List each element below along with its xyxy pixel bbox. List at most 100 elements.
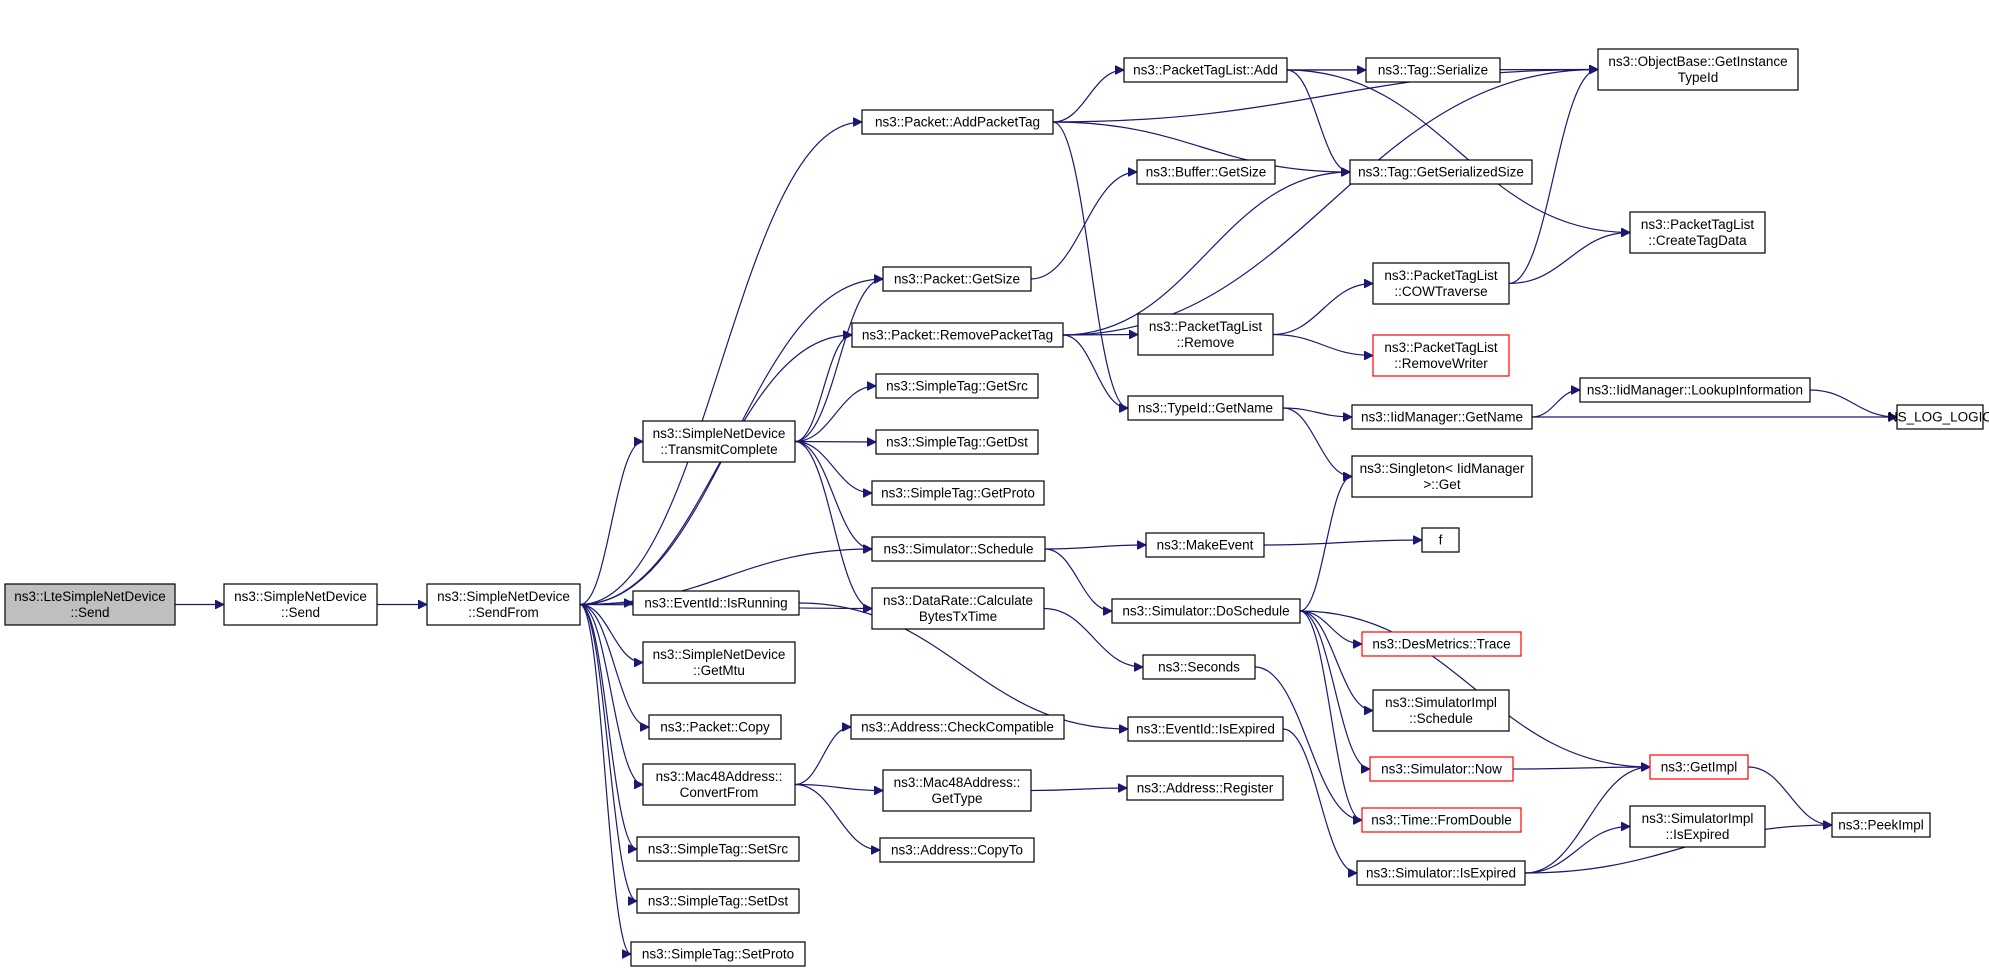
node-box — [875, 429, 1039, 455]
node-st_setproto[interactable]: ns3::SimpleTag::SetProto — [630, 941, 806, 967]
node-sim_now[interactable]: ns3::Simulator::Now — [1369, 756, 1514, 782]
node-f[interactable]: f — [1421, 527, 1460, 553]
node-pkt_removetag[interactable]: ns3::Packet::RemovePacketTag — [851, 322, 1064, 348]
node-desmetrics[interactable]: ns3::DesMetrics::Trace — [1361, 631, 1522, 657]
node-label: NS_LOG_LOGIC — [1888, 410, 1989, 425]
node-makeevent[interactable]: ns3::MakeEvent — [1145, 532, 1265, 558]
node-label: ns3::PeekImpl — [1838, 818, 1924, 833]
edge-snd_sendfrom-to-mac48_convfrom — [579, 603, 644, 785]
node-eid_isexpired[interactable]: ns3::EventId::IsExpired — [1127, 716, 1284, 742]
node-singleton_get[interactable]: ns3::Singleton< IidManager >::Get — [1351, 455, 1533, 498]
node-tag_getsersize[interactable]: ns3::Tag::GetSerializedSize — [1349, 159, 1533, 185]
node-label: ns3::DesMetrics::Trace — [1372, 637, 1510, 652]
node-addr_register[interactable]: ns3::Address::Register — [1126, 775, 1284, 801]
node-snd_getmtu[interactable]: ns3::SimpleNetDevice::GetMtu — [642, 641, 796, 684]
node-iid_getname[interactable]: ns3::IidManager::GetName — [1351, 404, 1533, 430]
edge-pkt_addtag-to-typeid_getname — [1052, 121, 1129, 408]
node-box — [1369, 756, 1514, 782]
node-typeid_getname[interactable]: ns3::TypeId::GetName — [1127, 395, 1284, 421]
node-label: ns3::Tag::GetSerializedSize — [1358, 165, 1524, 180]
node-label: ns3::IidManager::LookupInformation — [1587, 383, 1803, 398]
node-box — [1351, 455, 1533, 498]
node-label: ns3::Packet::AddPacketTag — [875, 115, 1040, 130]
node-pkt_copy[interactable]: ns3::Packet::Copy — [648, 714, 782, 740]
node-box — [1137, 313, 1274, 356]
node-snd_transmit[interactable]: ns3::SimpleNetDevice::TransmitComplete — [642, 420, 796, 463]
edge-sim_doschedule-to-singleton_get — [1299, 477, 1353, 612]
node-label: ::Remove — [1177, 335, 1235, 350]
node-time_fromdouble[interactable]: ns3::Time::FromDouble — [1361, 807, 1522, 833]
node-label: ::Schedule — [1409, 711, 1473, 726]
edge-sim_doschedule-to-time_fromdouble — [1299, 610, 1363, 820]
node-box — [4, 583, 176, 626]
node-sim_isexpired[interactable]: ns3::Simulator::IsExpired — [1356, 860, 1526, 886]
node-box — [1579, 377, 1811, 403]
node-snd_send[interactable]: ns3::SimpleNetDevice::Send — [223, 583, 378, 626]
node-box — [879, 837, 1035, 863]
node-sim_doschedule[interactable]: ns3::Simulator::DoSchedule — [1111, 598, 1301, 624]
node-label: ns3::SimpleTag::SetSrc — [648, 842, 789, 857]
node-label: ns3::PacketTagList — [1641, 217, 1755, 232]
node-label: ns3::Address::CheckCompatible — [861, 720, 1054, 735]
edge-snd_sendfrom-to-st_setproto — [579, 603, 632, 955]
edge-pkt_removetag-to-ptl_remove — [1062, 335, 1138, 336]
node-box — [1896, 404, 1984, 430]
node-label: ns3::Buffer::GetSize — [1146, 165, 1267, 180]
node-addr_checkcompat[interactable]: ns3::Address::CheckCompatible — [850, 714, 1065, 740]
edge-snd_transmit-to-st_getproto — [794, 440, 872, 494]
node-ptl_add[interactable]: ns3::PacketTagList::Add — [1123, 57, 1288, 83]
node-simimpl_schedule[interactable]: ns3::SimulatorImpl::Schedule — [1372, 689, 1510, 732]
node-label: ns3::PacketTagList — [1384, 268, 1498, 283]
node-label: ns3::EventId::IsExpired — [1136, 722, 1275, 737]
edge-snd_sendfrom-to-snd_transmit — [579, 442, 644, 606]
node-eid_isrunning[interactable]: ns3::EventId::IsRunning — [632, 590, 800, 616]
edge-mac48_convfrom-to-mac48_gettype — [794, 783, 883, 791]
node-label: ns3::SimulatorImpl — [1385, 695, 1497, 710]
nodes-layer: ns3::LteSimpleNetDevice::Sendns3::Simple… — [4, 48, 1989, 967]
node-tag_serialize[interactable]: ns3::Tag::Serialize — [1365, 57, 1501, 83]
node-snd_sendfrom[interactable]: ns3::SimpleNetDevice::SendFrom — [426, 583, 581, 626]
node-peekimpl[interactable]: ns3::PeekImpl — [1831, 812, 1931, 838]
node-label: ns3::PacketTagList — [1384, 340, 1498, 355]
node-st_getproto[interactable]: ns3::SimpleTag::GetProto — [871, 480, 1045, 506]
node-root[interactable]: ns3::LteSimpleNetDevice::Send — [4, 583, 176, 626]
node-box — [426, 583, 581, 626]
node-label: ns3::IidManager::GetName — [1361, 410, 1523, 425]
node-st_getdst[interactable]: ns3::SimpleTag::GetDst — [875, 429, 1039, 455]
node-ptl_remove[interactable]: ns3::PacketTagList::Remove — [1137, 313, 1274, 356]
node-label: TypeId — [1678, 70, 1719, 85]
edge-ptl_add-to-tag_getsersize — [1286, 69, 1351, 172]
node-label: ns3::Simulator::Schedule — [883, 542, 1033, 557]
node-addr_copyto[interactable]: ns3::Address::CopyTo — [879, 837, 1035, 863]
node-ptl_removewriter[interactable]: ns3::PacketTagList::RemoveWriter — [1372, 334, 1510, 377]
node-ptl_create[interactable]: ns3::PacketTagList::CreateTagData — [1629, 211, 1766, 254]
node-box — [882, 769, 1032, 812]
node-st_setsrc[interactable]: ns3::SimpleTag::SetSrc — [636, 836, 800, 862]
node-st_getsrc[interactable]: ns3::SimpleTag::GetSrc — [875, 373, 1039, 399]
node-st_setdst[interactable]: ns3::SimpleTag::SetDst — [636, 888, 800, 914]
node-mac48_convfrom[interactable]: ns3::Mac48Address::ConvertFrom — [642, 763, 796, 806]
node-getimpl[interactable]: ns3::GetImpl — [1649, 754, 1749, 780]
node-buf_getsize[interactable]: ns3::Buffer::GetSize — [1136, 159, 1276, 185]
node-simimpl_isexpired[interactable]: ns3::SimulatorImpl::IsExpired — [1629, 805, 1766, 848]
node-label: ns3::GetImpl — [1661, 760, 1738, 775]
node-iid_lookup[interactable]: ns3::IidManager::LookupInformation — [1579, 377, 1811, 403]
edge-snd_transmit-to-pkt_getsize — [794, 279, 884, 443]
node-pkt_getsize[interactable]: ns3::Packet::GetSize — [882, 266, 1032, 292]
node-seconds[interactable]: ns3::Seconds — [1142, 654, 1256, 680]
edge-snd_transmit-to-dr_calc — [794, 440, 873, 609]
node-pkt_addtag[interactable]: ns3::Packet::AddPacketTag — [861, 109, 1054, 135]
node-label: ::Send — [281, 605, 320, 620]
node-ns_log_logic[interactable]: NS_LOG_LOGIC — [1888, 404, 1989, 430]
node-label: ns3::SimpleNetDevice — [653, 647, 786, 662]
node-sim_schedule[interactable]: ns3::Simulator::Schedule — [871, 536, 1046, 562]
node-ptl_cow[interactable]: ns3::PacketTagList::COWTraverse — [1372, 262, 1510, 305]
node-mac48_gettype[interactable]: ns3::Mac48Address::GetType — [882, 769, 1032, 812]
node-label: ::CreateTagData — [1648, 233, 1747, 248]
edge-sim_now-to-getimpl — [1512, 767, 1650, 769]
node-box — [1365, 57, 1501, 83]
node-box — [1597, 48, 1799, 91]
node-box — [642, 420, 796, 463]
